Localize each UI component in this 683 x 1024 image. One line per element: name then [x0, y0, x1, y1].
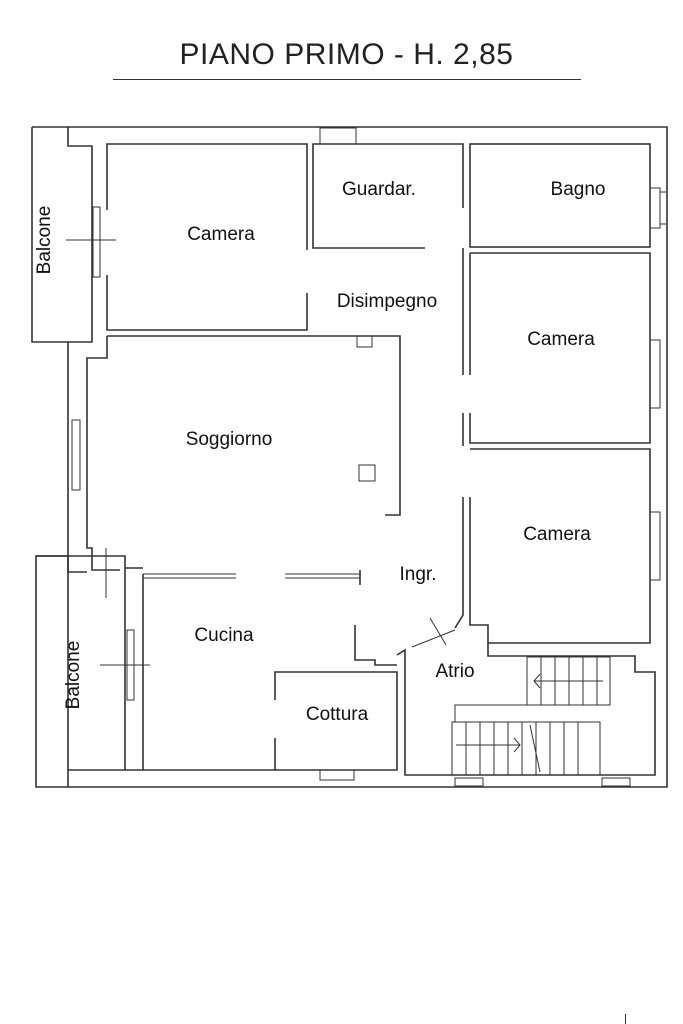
title-underline — [113, 79, 581, 80]
room-camera-right-1 — [462, 248, 661, 446]
room-camera-top-left — [66, 143, 308, 331]
label-soggiorno: Soggiorno — [186, 429, 273, 450]
room-soggiorno — [71, 335, 401, 598]
room-bagno — [469, 143, 668, 248]
room-guardaroba — [312, 127, 464, 249]
label-guardaroba: Guardar. — [342, 179, 416, 200]
label-bagno: Bagno — [551, 179, 606, 200]
room-cottura — [274, 671, 398, 781]
label-disimpegno: Disimpegno — [337, 291, 437, 312]
room-camera-right-2 — [411, 448, 661, 648]
label-ingresso: Ingr. — [400, 564, 437, 585]
label-camera-right-1: Camera — [527, 329, 595, 350]
plan-title: PIANO PRIMO - H. 2,85 — [179, 38, 514, 71]
staircase — [451, 656, 611, 776]
room-atrio — [396, 643, 656, 787]
label-camera-right-2: Camera — [523, 524, 591, 545]
label-balcone-top: Balcone — [34, 206, 55, 275]
label-cottura: Cottura — [306, 704, 369, 725]
label-balcone-bottom: Balcone — [63, 641, 84, 710]
room-cucina — [100, 567, 397, 771]
label-camera-top-left: Camera — [187, 224, 255, 245]
label-cucina: Cucina — [194, 625, 254, 646]
outer-walls — [31, 126, 668, 788]
label-atrio: Atrio — [435, 661, 474, 682]
corner-mark — [625, 1014, 626, 1024]
